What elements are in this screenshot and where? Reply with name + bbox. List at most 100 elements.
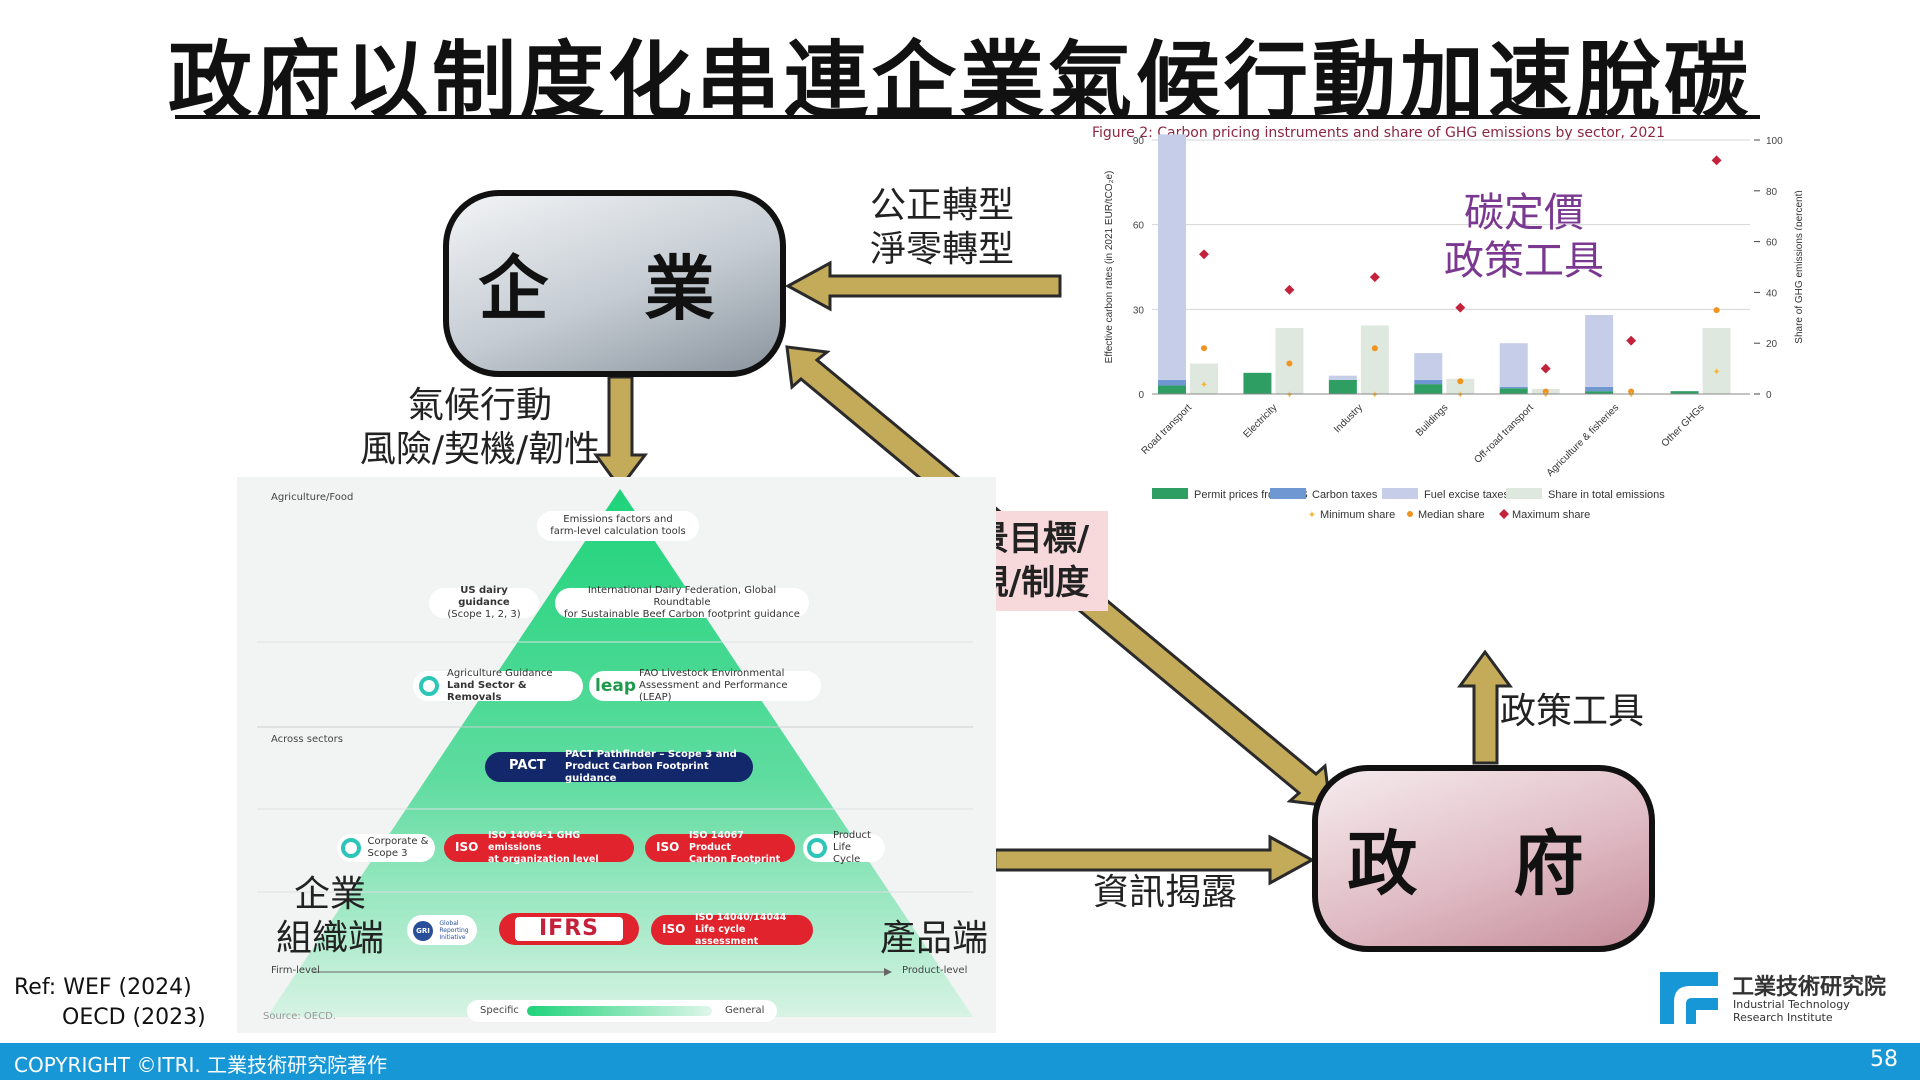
organization-side-label: 組織端 xyxy=(275,918,384,959)
page-title: 政府以制度化串連企業氣候行動加速脫碳 xyxy=(167,32,1752,130)
product-level-label: Product-level xyxy=(902,965,968,976)
y2-tick-label: 60 xyxy=(1766,238,1778,249)
pill1-line2: farm-level calculation tools xyxy=(550,526,686,537)
arrow-policy-tools xyxy=(1457,649,1513,765)
marker-median-share xyxy=(1371,345,1378,352)
bar-share-total xyxy=(1190,363,1218,394)
pill12-line1: ISO 14040/14044 xyxy=(695,912,787,923)
bar-permit-prices-from-ets xyxy=(1499,388,1528,394)
gri-line3: Initiative xyxy=(439,933,466,941)
gri-line2: Reporting xyxy=(439,926,469,934)
y-tick-label: 0 xyxy=(1138,390,1144,401)
legend-label: Median share xyxy=(1418,509,1485,521)
pill6-line2: Product Carbon Footprint guidance xyxy=(565,761,709,784)
pill6-line1: PACT Pathfinder – Scope 3 and xyxy=(565,749,737,760)
x-tick-label: Buildings xyxy=(1414,402,1450,438)
legend-label: Minimum share xyxy=(1320,509,1395,521)
bar-permit-prices-from-ets xyxy=(1328,379,1357,394)
reference-wef: Ref: WEF (2024) xyxy=(14,975,192,1000)
standards-pyramid-figure: Agriculture/Food Across sectors Firm-lev… xyxy=(237,477,996,1033)
pill8-line1: ISO 14064-1 GHG emissions xyxy=(488,830,581,853)
marker-median-share xyxy=(1713,307,1720,314)
itri-logo-icon xyxy=(1660,972,1718,1024)
pill2-line1: US dairy guidance xyxy=(458,585,510,608)
specific-label: Specific xyxy=(480,1005,519,1016)
bar-share-total xyxy=(1360,325,1389,394)
bar-fuel-excise-taxes xyxy=(1414,353,1443,380)
idf-roundtable-pill: International Dairy Federation, Global R… xyxy=(555,585,809,620)
marker-maximum-share xyxy=(1540,363,1551,374)
climate-labels: 氣候行動 風險/契機/韌性 xyxy=(352,384,608,472)
itri-logo-en-line2: Research Institute xyxy=(1733,1011,1833,1024)
y2-tick-label: 0 xyxy=(1766,390,1772,401)
title-underline xyxy=(175,115,1760,119)
corporate-ring-icon xyxy=(341,838,361,858)
bar-share-total xyxy=(1446,378,1475,394)
government-box: 政 府 xyxy=(1312,765,1655,952)
bar-permit-prices-from-ets xyxy=(1243,372,1272,394)
iso-logo-3: ISO xyxy=(662,922,686,936)
x-tick-label: Agriculture & fisheries xyxy=(1545,402,1622,479)
carbon-pricing-title: 碳定價 政策工具 xyxy=(1409,189,1639,285)
marker-maximum-share xyxy=(1455,302,1466,313)
pill8-line2: at organization level xyxy=(488,854,599,865)
bar-permit-prices-from-ets xyxy=(1414,384,1443,394)
bar-carbon-taxes xyxy=(1414,379,1443,385)
pill12-line2: Life cycle assessment xyxy=(695,924,759,947)
ifrs-logo: IFRS xyxy=(515,917,623,941)
carbon-pricing-line2: 政策工具 xyxy=(1444,238,1604,284)
pill9-line1: ISO 14067 Product xyxy=(689,830,744,853)
ifrs-pill: IFRS xyxy=(499,913,639,945)
x-tick-label: Road transport xyxy=(1140,402,1195,457)
axis-arrowhead xyxy=(884,968,892,976)
pill10-line1: Product xyxy=(833,830,871,841)
bar-carbon-taxes xyxy=(1158,379,1186,386)
marker-maximum-share xyxy=(1711,155,1722,166)
marker-minimum-share: ✦ xyxy=(1712,367,1720,378)
x-tick-label: Electricity xyxy=(1242,402,1280,440)
y2-tick-label: 100 xyxy=(1766,136,1783,147)
itri-logo-en-line1: Industrial Technology xyxy=(1733,998,1850,1011)
legend-marker: ✦ xyxy=(1308,510,1316,521)
pill4-line2: Land Sector & Removals xyxy=(447,680,527,703)
legend-marker xyxy=(1407,511,1413,517)
chart-title: Figure 2: Carbon pricing instruments and… xyxy=(1092,125,1666,141)
net-zero-transition-label: 淨零轉型 xyxy=(869,229,1014,270)
carbon-pricing-line1: 碳定價 xyxy=(1464,190,1584,236)
y-tick-label: 30 xyxy=(1133,305,1145,316)
y-tick-label: 60 xyxy=(1133,221,1145,232)
y2-tick-label: 80 xyxy=(1766,187,1778,198)
marker-maximum-share xyxy=(1626,335,1637,346)
x-tick-label: Industry xyxy=(1332,402,1365,435)
transition-labels: 公正轉型 淨零轉型 xyxy=(862,184,1022,272)
government-label: 政 府 xyxy=(1347,823,1620,905)
page-number: 58 xyxy=(1870,1047,1898,1072)
iso-logo-2: ISO xyxy=(656,840,680,854)
footer-bar xyxy=(0,1043,1920,1080)
iso-logo-1: ISO xyxy=(455,840,479,854)
legend-swatch xyxy=(1506,488,1542,499)
bar-fuel-excise-taxes xyxy=(1158,134,1186,380)
gri-logo: GRI xyxy=(413,921,433,941)
legend-swatch xyxy=(1382,488,1418,499)
marker-minimum-share: ✦ xyxy=(1542,390,1550,401)
x-tick-label: Off-road transport xyxy=(1472,402,1536,466)
bar-permit-prices-from-ets xyxy=(1670,391,1699,394)
marker-median-share xyxy=(1457,378,1464,385)
y-axis-label: Effective carbon rates (in 2021 EUR/tCO₂… xyxy=(1104,171,1115,364)
legend-marker xyxy=(1499,509,1509,519)
bar-fuel-excise-taxes xyxy=(1585,314,1614,387)
bar-fuel-excise-taxes xyxy=(1328,375,1357,380)
disclosure-label: 資訊揭露 xyxy=(1093,872,1238,913)
section-agriculture: Agriculture/Food xyxy=(271,492,354,503)
marker-maximum-share xyxy=(1369,272,1380,283)
us-dairy-pill: US dairy guidance(Scope 1, 2, 3) xyxy=(429,585,539,620)
source-label: Source: OECD. xyxy=(263,1011,336,1022)
legend-label: Share in total emissions xyxy=(1548,489,1665,501)
marker-minimum-share: ✦ xyxy=(1285,390,1293,401)
legend-swatch xyxy=(1152,488,1188,499)
bar-fuel-excise-taxes xyxy=(1499,343,1528,387)
y-tick-label: 90 xyxy=(1133,136,1145,147)
marker-maximum-share xyxy=(1199,249,1209,260)
